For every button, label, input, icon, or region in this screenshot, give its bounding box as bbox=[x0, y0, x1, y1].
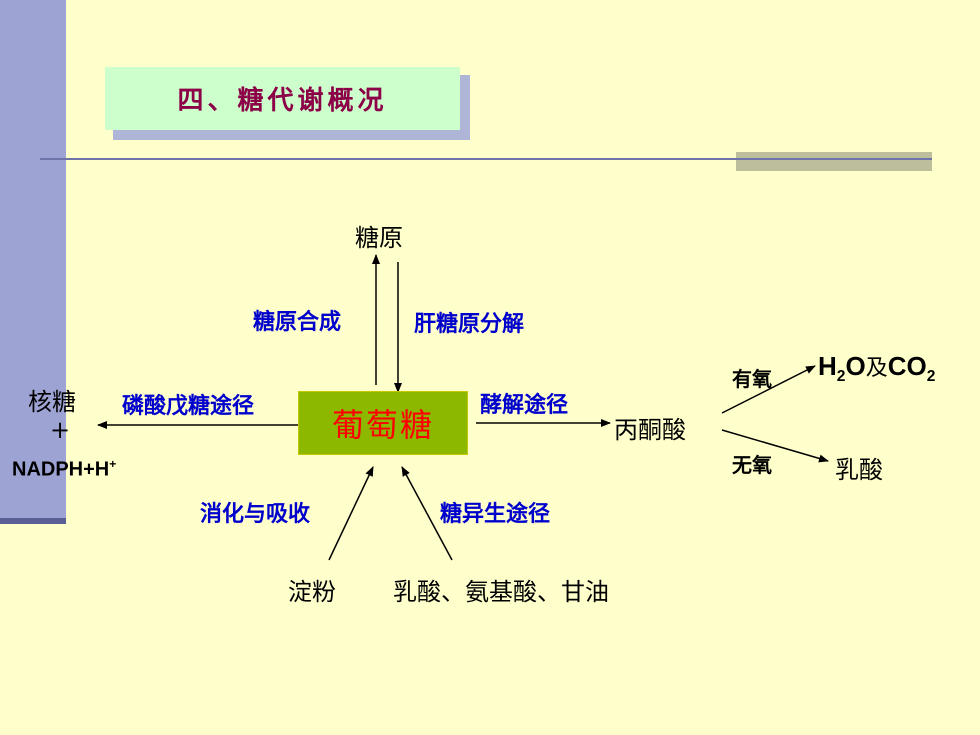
glycogen-node: 糖原 bbox=[355, 224, 403, 252]
starch-node: 淀粉 bbox=[288, 578, 336, 606]
pyruvate-node: 丙酮酸 bbox=[614, 416, 686, 444]
header-rule bbox=[40, 158, 932, 160]
arrow-aerobic bbox=[721, 365, 816, 414]
digestion-label: 消化与吸收 bbox=[200, 502, 311, 527]
anaerobic-label: 无氧 bbox=[732, 453, 772, 477]
aerobic-product-node: H2O及CO2 bbox=[818, 351, 936, 386]
left-accent-bar bbox=[0, 0, 66, 368]
glycogenolysis-label: 肝糖原分解 bbox=[414, 312, 525, 337]
pentose-phosphate-label: 磷酸戊糖途径 bbox=[122, 394, 255, 419]
plus-sign: + bbox=[50, 416, 71, 444]
glycolysis-label: 酵解途径 bbox=[480, 393, 569, 418]
nadph-node: NADPH+H+ bbox=[12, 457, 117, 481]
arrow-anaerobic bbox=[721, 429, 829, 463]
gluconeogenic-sources-node: 乳酸、氨基酸、甘油 bbox=[393, 578, 609, 606]
ribose-node: 核糖 bbox=[28, 388, 76, 416]
aerobic-label: 有氧 bbox=[732, 367, 772, 391]
gluconeogenesis-label: 糖异生途径 bbox=[440, 502, 551, 527]
rule-accent-block bbox=[736, 152, 932, 171]
left-accent-bar-lower bbox=[0, 368, 66, 524]
glucose-node: 葡萄糖 bbox=[298, 391, 468, 455]
slide-title: 四、糖代谢概况 bbox=[105, 67, 460, 130]
arrow-from-gluconeogenic bbox=[401, 466, 453, 561]
arrow-from-starch bbox=[328, 466, 374, 561]
glycogenesis-label: 糖原合成 bbox=[253, 310, 342, 335]
lactate-node: 乳酸 bbox=[835, 456, 883, 484]
